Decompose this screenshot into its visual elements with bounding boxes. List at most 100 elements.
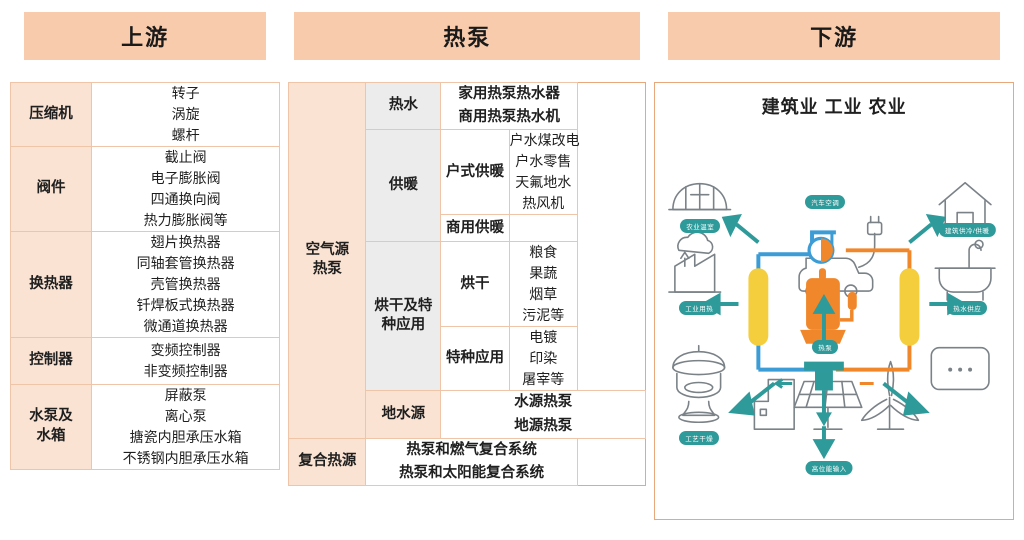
table-row: 复合热源 热泵和燃气复合系统 热泵和太阳能复合系统	[288, 437, 646, 487]
category-pump-tank: 水泵及 水箱	[10, 384, 92, 470]
items-pump-tank: 屏蔽泵 离心泵 搪瓷内胆承压水箱 不锈钢内胆承压水箱	[90, 384, 281, 470]
category-ground-water-source: 地水源	[365, 390, 442, 439]
solar-panel-icon	[793, 380, 863, 431]
category-hybrid-heat-source: 复合热源	[288, 437, 367, 487]
list-item: 同轴套管换热器	[136, 255, 235, 271]
list-item: 电镀	[529, 329, 558, 346]
category-label-line: 水箱	[36, 428, 66, 444]
badge-auto-ac: 汽车空调	[805, 195, 846, 209]
category-air-source-heatpump: 空气源 热泵	[288, 82, 367, 439]
list-item: 转子	[171, 85, 200, 101]
list-item: 屏蔽泵	[164, 387, 207, 403]
category-label-line: 热泵	[312, 261, 342, 278]
list-item: 搪瓷内胆承压水箱	[129, 429, 242, 445]
list-item: 家用热泵热水器	[458, 86, 560, 102]
heatpump-column: 热泵 空气源 热泵 热水 家用热泵热水器 商用热泵热水机 供暖	[288, 12, 647, 532]
four-way-valve-half	[821, 238, 834, 263]
items-ground-water-source: 水源热泵 地源热泵	[440, 390, 647, 439]
list-item: 非变频控制器	[143, 363, 228, 379]
subcategory-heating: 供暖	[365, 129, 442, 243]
subcategory-drying-special: 烘干及特 种应用	[365, 241, 442, 392]
teal-arrows	[700, 214, 968, 460]
list-item: 烟草	[529, 286, 558, 303]
list-item: 钎焊板式换热器	[136, 297, 235, 313]
items-heat-exchanger: 翅片换热器 同轴套管换热器 壳管换热器 钎焊板式换热器 微通道换热器	[90, 231, 281, 338]
items-controller: 变频控制器 非变频控制器	[90, 337, 281, 385]
category-compressor: 压缩机	[10, 82, 92, 147]
badge-building-hvac: 建筑供冷/供暖	[939, 223, 996, 237]
badge-greenhouse: 农业温室	[680, 219, 721, 233]
items-special-application: 电镀 印染 屠宰等	[508, 326, 578, 392]
table-row: 阀件 截止阀 电子膨胀阀 四通换向阀 热力膨胀阀等	[10, 146, 281, 232]
flow-direction-arrows	[773, 378, 874, 389]
steamer-icon	[672, 344, 726, 424]
subcategory-hot-water: 热水	[365, 81, 442, 131]
category-controller: 控制器	[10, 337, 92, 385]
list-item: 粮食	[529, 244, 558, 261]
house-icon	[938, 181, 992, 230]
badge-high-grade-energy: 高位能输入	[805, 461, 853, 475]
items-household-heating: 户水煤改电 户水零售 天氟地水 热风机	[508, 129, 580, 216]
list-item: 户水煤改电	[509, 132, 580, 149]
heatpump-header: 热泵	[294, 12, 641, 60]
category-heat-exchanger: 换热器	[10, 231, 92, 338]
table-row: 换热器 翅片换热器 同轴套管换热器 壳管换热器 钎焊板式换热器 微通道换热器	[10, 231, 281, 338]
items-hot-water: 家用热泵热水器 商用热泵热水机	[440, 81, 578, 131]
list-item: 微通道换热器	[143, 318, 228, 334]
category-label-line: 烘干及特	[374, 297, 433, 314]
list-item: 果蔬	[529, 265, 558, 282]
items-commercial-heating	[508, 214, 578, 243]
small-factory-icon	[753, 378, 796, 431]
list-item: 离心泵	[164, 408, 207, 424]
downstream-column: 下游 建筑业 工业 农业	[654, 12, 1014, 532]
list-item: 涡旋	[171, 106, 200, 122]
subcategory-special-application: 特种应用	[440, 326, 510, 392]
energy-input-stub	[804, 361, 845, 427]
list-item: 螺杆	[171, 127, 200, 143]
wind-turbine-icon	[861, 360, 920, 431]
subcategory-drying: 烘干	[440, 241, 510, 328]
list-item: 天氟地水	[515, 174, 572, 191]
ellipsis-box-icon	[930, 346, 990, 391]
category-label-line: 水泵及	[29, 408, 73, 425]
downstream-panel: 建筑业 工业 农业	[654, 82, 1014, 520]
badge-industrial-heat: 工业用热	[679, 301, 720, 315]
table-row: 烘干及特 种应用 烘干 粮食 果蔬 烟草 污泥等	[289, 241, 646, 392]
upstream-header: 上游	[24, 12, 267, 60]
heatpump-table: 空气源 热泵 热水 家用热泵热水器 商用热泵热水机 供暖 户式供暖 户水煤改电	[288, 81, 647, 487]
bathtub-icon	[934, 239, 996, 301]
list-item: 不锈钢内胆承压水箱	[122, 450, 249, 466]
items-compressor: 转子 涡旋 螺杆	[90, 82, 281, 147]
table-row: 供暖 户式供暖 户水煤改电 户水零售 天氟地水 热风机	[289, 129, 646, 243]
list-item: 户水零售	[515, 153, 572, 170]
items-valves: 截止阀 电子膨胀阀 四通换向阀 热力膨胀阀等	[90, 146, 281, 232]
table-row: 水泵及 水箱 屏蔽泵 离心泵 搪瓷内胆承压水箱 不锈钢内胆承压水箱	[10, 384, 281, 470]
category-label-line: 种应用	[381, 317, 426, 334]
badge-heat-pump-core: 热泵	[812, 340, 839, 354]
list-item: 屠宰等	[522, 371, 565, 388]
list-item: 热风机	[522, 195, 565, 212]
category-valves: 阀件	[10, 146, 92, 232]
list-item: 污泥等	[522, 307, 565, 324]
items-hybrid-heat-source: 热泵和燃气复合系统 热泵和太阳能复合系统	[365, 437, 578, 487]
list-item: 商用热泵热水机	[458, 109, 560, 126]
list-item: 翅片换热器	[150, 234, 221, 250]
table-row: 压缩机 转子 涡旋 螺杆	[10, 82, 281, 147]
list-item: 电子膨胀阀	[150, 170, 221, 186]
subcategory-commercial-heating: 商用供暖	[440, 214, 510, 243]
badge-hot-water-supply: 热水供应	[947, 301, 988, 315]
badge-process-drying: 工艺干燥	[679, 431, 720, 445]
list-item: 热力膨胀阀等	[143, 212, 228, 228]
subcategory-household-heating: 户式供暖	[440, 129, 510, 216]
list-item: 四通换向阀	[150, 191, 221, 207]
category-label-line: 空气源	[305, 241, 350, 258]
downstream-header: 下游	[668, 12, 1000, 60]
table-row: 控制器 变频控制器 非变频控制器	[10, 337, 281, 385]
list-item: 热泵和太阳能复合系统	[399, 464, 545, 481]
upstream-table: 压缩机 转子 涡旋 螺杆 阀件 截止阀 电子膨胀阀 四通换向阀 热力膨胀阀等	[10, 82, 281, 470]
upstream-column: 上游 压缩机 转子 涡旋 螺杆 阀件 截止阀 电子膨胀阀 四通换向阀	[10, 12, 281, 532]
list-item: 印染	[529, 350, 558, 367]
condenser-coil	[899, 268, 920, 346]
downstream-title: 建筑业 工业 农业	[761, 97, 907, 117]
